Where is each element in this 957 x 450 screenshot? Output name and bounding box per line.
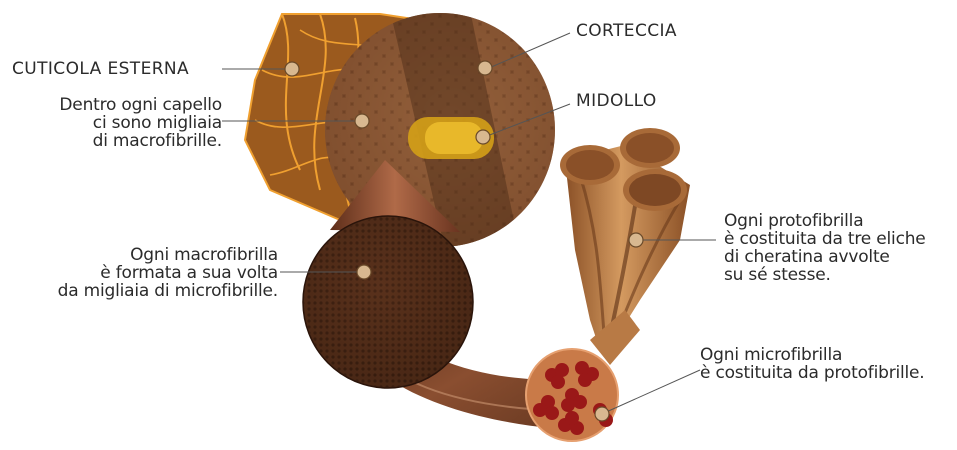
marker-cuticle	[285, 62, 299, 76]
label-macrofibrilla: Ogni macrofibrilla è formata a sua volta…	[8, 246, 278, 300]
marker-microfibril	[595, 407, 609, 421]
label-protofibrilla-line-3: di cheratina avvolte	[724, 248, 926, 266]
label-corteccia: CORTECCIA	[576, 22, 677, 40]
label-capello-line-1: Dentro ogni capello	[22, 96, 222, 114]
label-midollo: MIDOLLO	[576, 92, 657, 110]
protofibril-bundle	[560, 128, 690, 365]
marker-capello	[355, 114, 369, 128]
marker-cortex	[478, 61, 492, 75]
macrofibril-disk	[303, 216, 473, 388]
label-capello-line-2: ci sono migliaia	[22, 114, 222, 132]
label-capello-line-3: di macrofibrille.	[22, 132, 222, 150]
label-microfibrilla-line-2: è costituita da protofibrille.	[700, 364, 925, 382]
label-microfibrilla: Ogni microfibrilla è costituita da proto…	[700, 346, 925, 382]
marker-macrofibril	[357, 265, 371, 279]
label-microfibrilla-line-1: Ogni microfibrilla	[700, 346, 925, 364]
label-protofibrilla-line-1: Ogni protofibrilla	[724, 212, 926, 230]
marker-protofibril	[629, 233, 643, 247]
label-macrofibrilla-line-2: è formata a sua volta	[8, 264, 278, 282]
label-protofibrilla-line-4: su sé stesse.	[724, 266, 926, 284]
marker-medulla	[476, 130, 490, 144]
label-macrofibrilla-line-3: da migliaia di microfibrille.	[8, 282, 278, 300]
label-protofibrilla-line-2: è costituita da tre eliche	[724, 230, 926, 248]
label-macrofibrilla-line-1: Ogni macrofibrilla	[8, 246, 278, 264]
label-protofibrilla: Ogni protofibrilla è costituita da tre e…	[724, 212, 926, 284]
label-capello: Dentro ogni capello ci sono migliaia di …	[22, 96, 222, 150]
label-cuticola-esterna: CUTICOLA ESTERNA	[12, 60, 189, 78]
microfibril-disk	[526, 349, 618, 441]
